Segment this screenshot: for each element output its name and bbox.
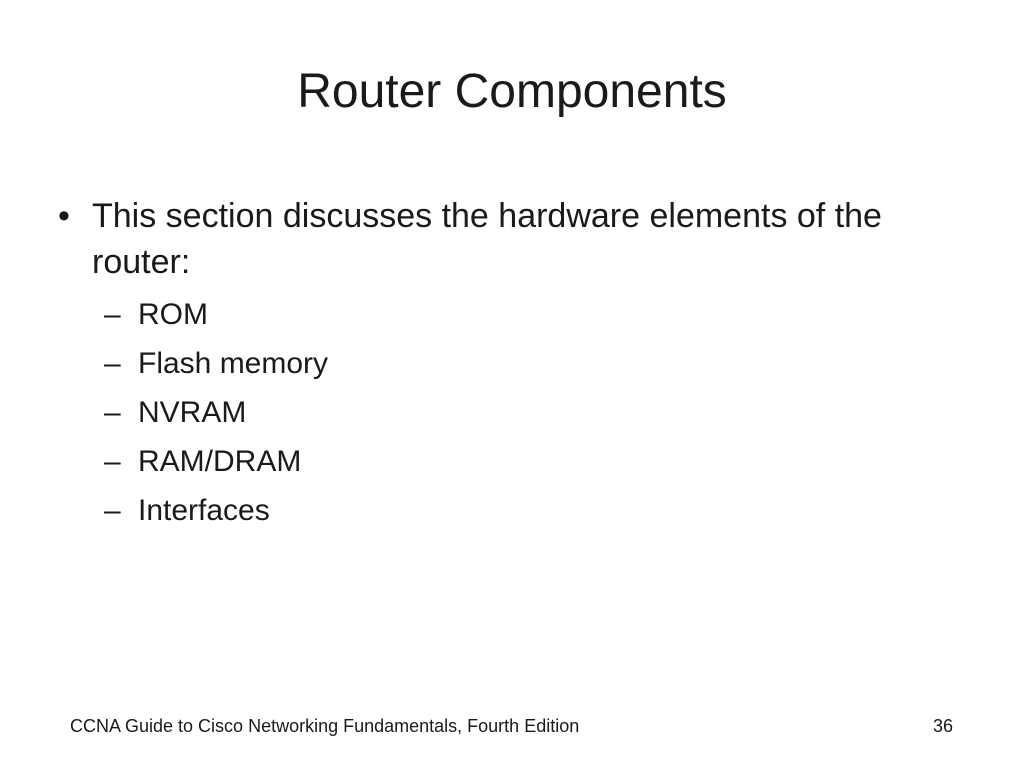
- slide-title: Router Components: [297, 65, 727, 118]
- sub-bullet-list: – ROM – Flash memory – NVRAM – RAM/DRAM …: [104, 290, 328, 535]
- sub-bullet-item: – RAM/DRAM: [104, 437, 328, 486]
- page-number: 36: [932, 716, 953, 736]
- bullet-marker: •: [58, 197, 70, 235]
- sub-bullet-dash: –: [104, 298, 121, 331]
- sub-bullet-item: – ROM: [104, 290, 328, 339]
- sub-bullet-dash: –: [104, 494, 121, 527]
- bullet-text: This section discusses the hardware elem…: [92, 197, 882, 281]
- sub-bullet-item: – NVRAM: [104, 388, 328, 437]
- sub-bullet-text: Interfaces: [138, 494, 270, 527]
- sub-bullet-item: – Interfaces: [104, 486, 328, 535]
- footer-caption: CCNA Guide to Cisco Networking Fundament…: [70, 716, 580, 736]
- sub-bullet-text: RAM/DRAM: [138, 445, 302, 478]
- bullet-item: • This section discusses the hardware el…: [58, 193, 978, 285]
- sub-bullet-item: – Flash memory: [104, 339, 328, 388]
- sub-bullet-text: NVRAM: [138, 396, 247, 429]
- sub-bullet-text: Flash memory: [138, 347, 329, 380]
- sub-bullet-dash: –: [104, 445, 121, 478]
- sub-bullet-dash: –: [104, 347, 121, 380]
- sub-bullet-dash: –: [104, 396, 121, 429]
- sub-bullet-text: ROM: [138, 298, 208, 331]
